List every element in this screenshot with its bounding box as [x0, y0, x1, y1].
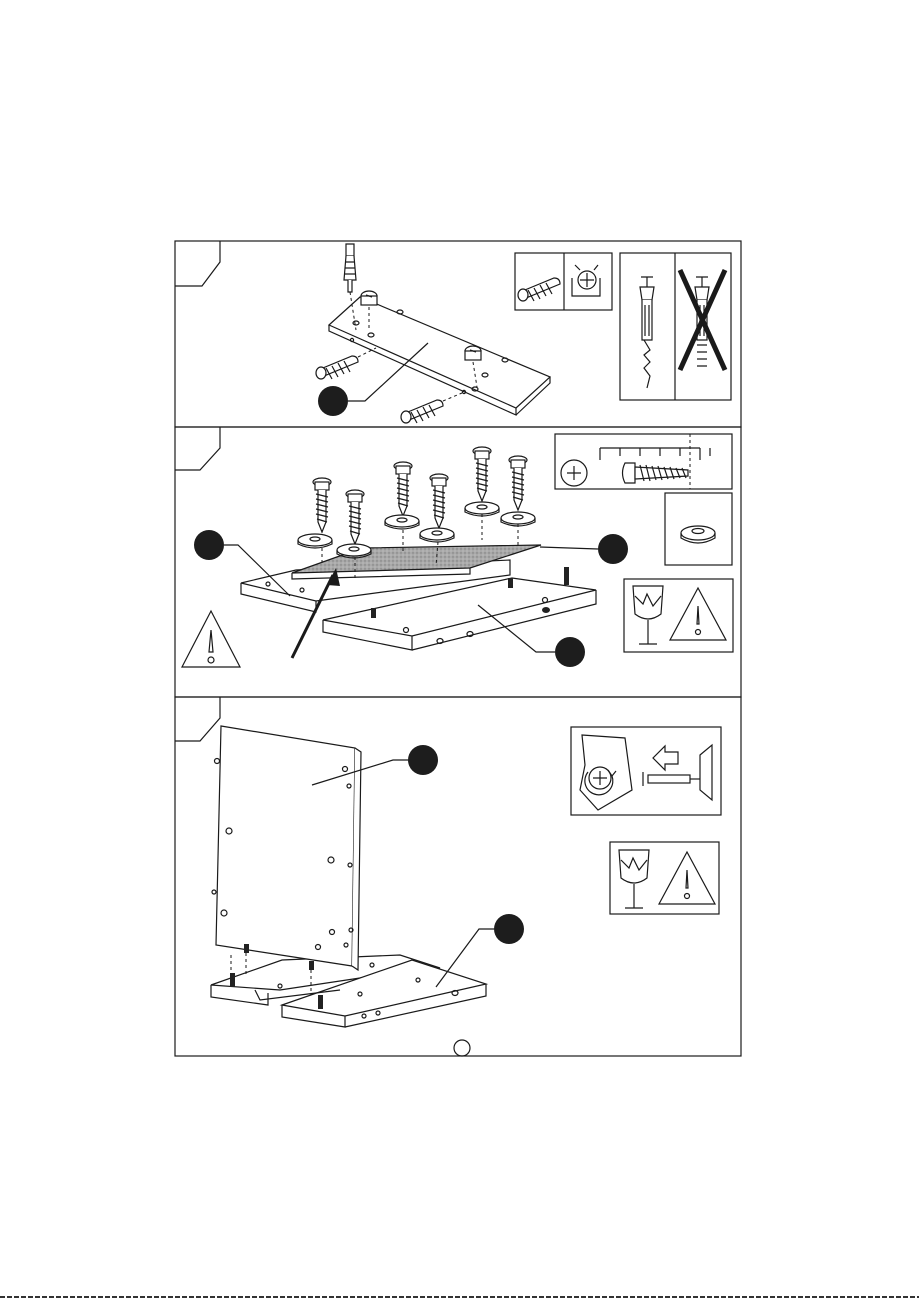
washer-legend — [665, 493, 732, 565]
dowel-left — [316, 348, 376, 379]
screw-head-icon — [561, 460, 587, 486]
part-callout-step-1 — [318, 386, 348, 416]
part-callout-step-2-a — [194, 530, 224, 560]
dowel-bottom — [401, 393, 462, 423]
cam-bolt-correct-icon — [640, 277, 654, 388]
screw-length-legend — [555, 434, 732, 489]
insert-arrow-icon — [653, 746, 678, 770]
step-1-panel — [175, 241, 741, 427]
cam-bolt-wrong-icon — [680, 270, 725, 370]
warning-icon — [659, 852, 715, 904]
step-1-board — [329, 297, 550, 415]
step-1-number-tab — [175, 241, 220, 286]
part-callout-step-3-b — [494, 914, 524, 944]
screw-length-icon — [600, 434, 710, 489]
screw-5 — [465, 447, 499, 540]
step-3-panel — [175, 697, 741, 1056]
screw-6 — [501, 456, 535, 545]
step-2-number-tab — [175, 427, 220, 470]
part-callout-step-2-b — [598, 534, 628, 564]
cam-rotate-icon — [585, 767, 616, 795]
cam-bolt-side-icon — [643, 772, 700, 786]
cam-rotation-legend — [571, 727, 721, 815]
cam-lock-icon — [572, 265, 600, 296]
bolt-orientation-legend — [620, 253, 731, 400]
fragile-glass-icon — [633, 586, 663, 644]
hardware-legend-step-1 — [515, 253, 612, 310]
screw-1 — [298, 478, 332, 566]
safety-legend-step-3 — [610, 842, 719, 914]
screw-3 — [385, 462, 419, 552]
safety-legend-step-2 — [624, 579, 733, 652]
step-1-frame — [175, 241, 741, 427]
washer-icon — [681, 526, 715, 543]
step-3-side-panel — [212, 726, 361, 970]
part-callout-step-2-c — [555, 637, 585, 667]
dowel-icon — [518, 278, 560, 301]
page-number-circle — [454, 1040, 470, 1056]
fragile-glass-icon — [619, 850, 649, 908]
warning-icon — [670, 588, 726, 640]
step-2-panel — [175, 427, 741, 697]
warning-icon — [182, 611, 240, 667]
part-callout-step-3-a — [408, 745, 438, 775]
step-3-number-tab — [175, 697, 220, 741]
